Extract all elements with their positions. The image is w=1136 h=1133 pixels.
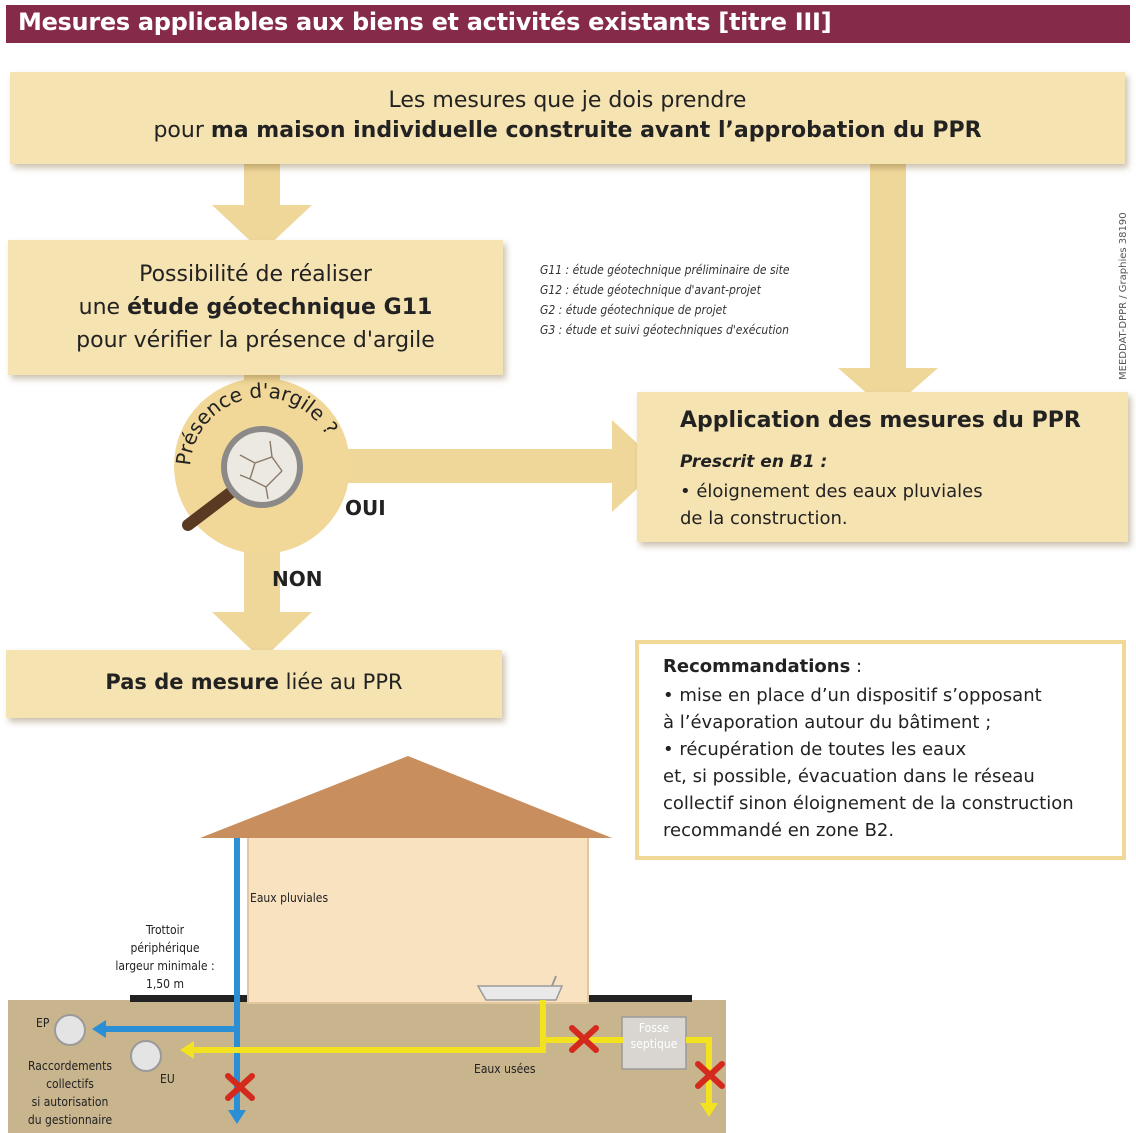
decision-graphic: Présence d'argile ? [171, 378, 343, 531]
legend-item-g3: G3 : étude et suivi géotechniques d'exéc… [540, 323, 789, 337]
application-subtitle: Prescrit en B1 : [680, 452, 828, 472]
no-measure-bold: Pas de mesure [105, 670, 279, 694]
g11-box [8, 240, 503, 375]
septic-outlet-v [706, 1037, 712, 1103]
sidewalk-line: périphérique [130, 941, 200, 955]
sink-icon [476, 985, 564, 1001]
top-box-line1: Les mesures que je dois prendre [388, 88, 747, 113]
arrow-head-non [212, 612, 312, 660]
septic-outlet-arrow [700, 1103, 718, 1117]
cross-icon [225, 1073, 255, 1101]
arrow-shaft-top-to-app [870, 160, 906, 380]
septic-line: septique [630, 1037, 678, 1051]
connections-line: du gestionnaire [27, 1113, 113, 1127]
septic-line: Fosse [638, 1021, 670, 1035]
sidewalk-line: Trottoir [145, 923, 185, 937]
septic-outlet-h [686, 1037, 712, 1043]
recommendations-title-bold: Recommandations [663, 656, 851, 677]
sidewalk-line: largeur minimale : [115, 959, 215, 973]
g11-line2: une étude géotechnique G11 [8, 295, 503, 320]
rain-pipe-horizontal [104, 1026, 238, 1032]
title-bar [6, 5, 1130, 43]
arrow-head-top-to-app [838, 368, 938, 412]
cross-icon [695, 1061, 725, 1089]
legend-item-g11: G11 : étude géotechnique préliminaire de… [540, 263, 790, 277]
eu-manhole [130, 1040, 162, 1072]
rain-pipe-arrow-down [228, 1110, 246, 1124]
waste-pipe-drop [540, 1000, 546, 1053]
septic-label: Fosse septique [622, 1020, 686, 1052]
application-line1: • éloignement des eaux pluviales [680, 481, 983, 502]
sidewalk-right [588, 995, 692, 1002]
eu-label: EU [160, 1072, 175, 1086]
house-roof [200, 756, 612, 838]
ground [8, 1000, 726, 1133]
sidewalk-label: Trottoir périphérique largeur minimale :… [90, 921, 240, 993]
decision-no-label: NON [272, 567, 323, 591]
wastewater-label: Eaux usées [474, 1062, 536, 1076]
g11-line1: Possibilité de réaliser [139, 262, 372, 287]
recommendations-title-rest: : [850, 656, 863, 677]
connections-label: Raccordements collectifs si autorisation… [4, 1057, 136, 1129]
application-line2: de la construction. [680, 508, 848, 529]
g11-line3: pour vérifier la présence d'argile [76, 328, 435, 353]
no-measure-text: Pas de mesure liée au PPR [6, 670, 502, 694]
top-box-line2-prefix: pour [153, 118, 211, 143]
septic-tank [621, 1016, 687, 1070]
top-box-line2-bold: ma maison individuelle construite avant … [210, 118, 982, 143]
decision-yes-label: OUI [345, 496, 386, 520]
connections-line: si autorisation [31, 1095, 109, 1109]
recommendation-line: • récupération de toutes les eaux [663, 739, 967, 760]
top-box-line2: pour ma maison individuelle construite a… [10, 118, 1125, 143]
g11-line2-bold: étude géotechnique G11 [127, 295, 433, 320]
rain-pipe-vertical [234, 838, 240, 1110]
rain-pipe-arrow-left [92, 1020, 106, 1038]
sidewalk-line: 1,50 m [146, 977, 184, 991]
recommendation-line: et, si possible, évacuation dans le rése… [663, 766, 1035, 787]
no-measure-box [6, 650, 502, 718]
recommendation-line: collectif sinon éloignement de la constr… [663, 793, 1074, 814]
top-box [10, 72, 1125, 164]
application-title: Application des mesures du PPR [680, 408, 1081, 433]
sidewalk-left [130, 995, 250, 1002]
ep-manhole [54, 1014, 86, 1046]
recommendations-box [635, 640, 1126, 860]
arrow-shaft-top-to-g11 [244, 160, 280, 210]
legend-item-g12: G12 : étude géotechnique d'avant-projet [540, 283, 761, 297]
g11-line2-prefix: une [78, 295, 128, 320]
recommendation-line: à l’évaporation autour du bâtiment ; [663, 712, 992, 733]
no-measure-rest: liée au PPR [278, 670, 403, 694]
arrow-head-top-to-g11 [212, 205, 312, 252]
waste-pipe-arrow-left [180, 1041, 194, 1059]
rainwater-label: Eaux pluviales [250, 891, 329, 905]
connections-line: collectifs [46, 1077, 94, 1091]
recommendation-line: • mise en place d’un dispositif s’opposa… [663, 685, 1042, 706]
ep-label: EP [36, 1016, 50, 1030]
application-box [637, 392, 1128, 542]
page-title: Mesures applicables aux biens et activit… [18, 8, 832, 36]
study-legend: G11 : étude géotechnique préliminaire de… [540, 260, 860, 340]
waste-pipe-main [192, 1047, 546, 1053]
connections-line: Raccordements [28, 1059, 112, 1073]
cross-icon [569, 1025, 599, 1053]
recommendations-title: Recommandations : [663, 656, 862, 677]
legend-item-g2: G2 : étude géotechnique de projet [540, 303, 727, 317]
house-wall [247, 834, 589, 1004]
arrow-shaft-oui [330, 449, 620, 483]
magnifier-icon [182, 426, 303, 531]
recommendation-line: recommandé en zone B2. [663, 820, 895, 841]
